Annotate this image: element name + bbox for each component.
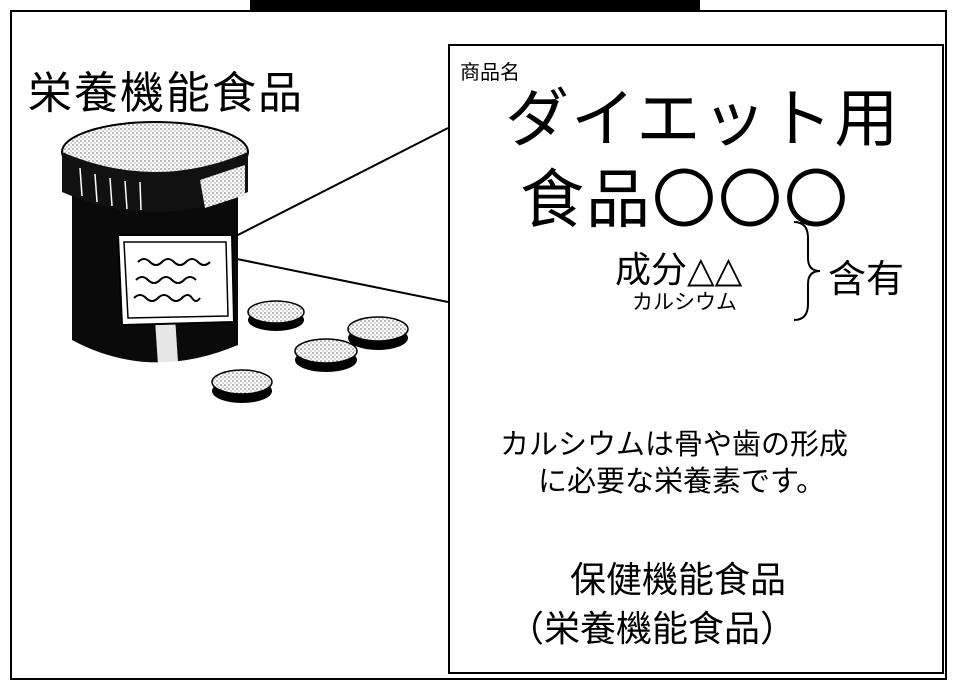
curly-brace-icon bbox=[793, 221, 821, 321]
product-info-panel: 商品名 ダイエット用 食品〇〇〇 成分△△ カルシウム 含有 カルシウムは骨や歯… bbox=[448, 44, 944, 674]
category-line2: （栄養機能食品） bbox=[508, 609, 797, 650]
product-name-line2: 食品〇〇〇 bbox=[520, 164, 850, 238]
callout-lines bbox=[231, 127, 449, 303]
contains-label: 含有 bbox=[828, 257, 905, 301]
product-name-line1: ダイエット用 bbox=[505, 83, 901, 157]
description-line2: に必要な栄養素です。 bbox=[538, 464, 826, 498]
ingredient-example: カルシウム bbox=[632, 290, 737, 314]
page-title: 栄養機能食品 bbox=[28, 68, 304, 119]
product-name-label: 商品名 bbox=[460, 60, 520, 84]
description-line1: カルシウムは骨や歯の形成 bbox=[500, 427, 849, 461]
top-bar bbox=[250, 0, 700, 12]
bottle-icon bbox=[61, 121, 249, 365]
ingredient-label: 成分△△ bbox=[615, 250, 743, 291]
category-line1: 保健機能食品 bbox=[570, 560, 787, 601]
tablets-icon bbox=[211, 300, 409, 403]
